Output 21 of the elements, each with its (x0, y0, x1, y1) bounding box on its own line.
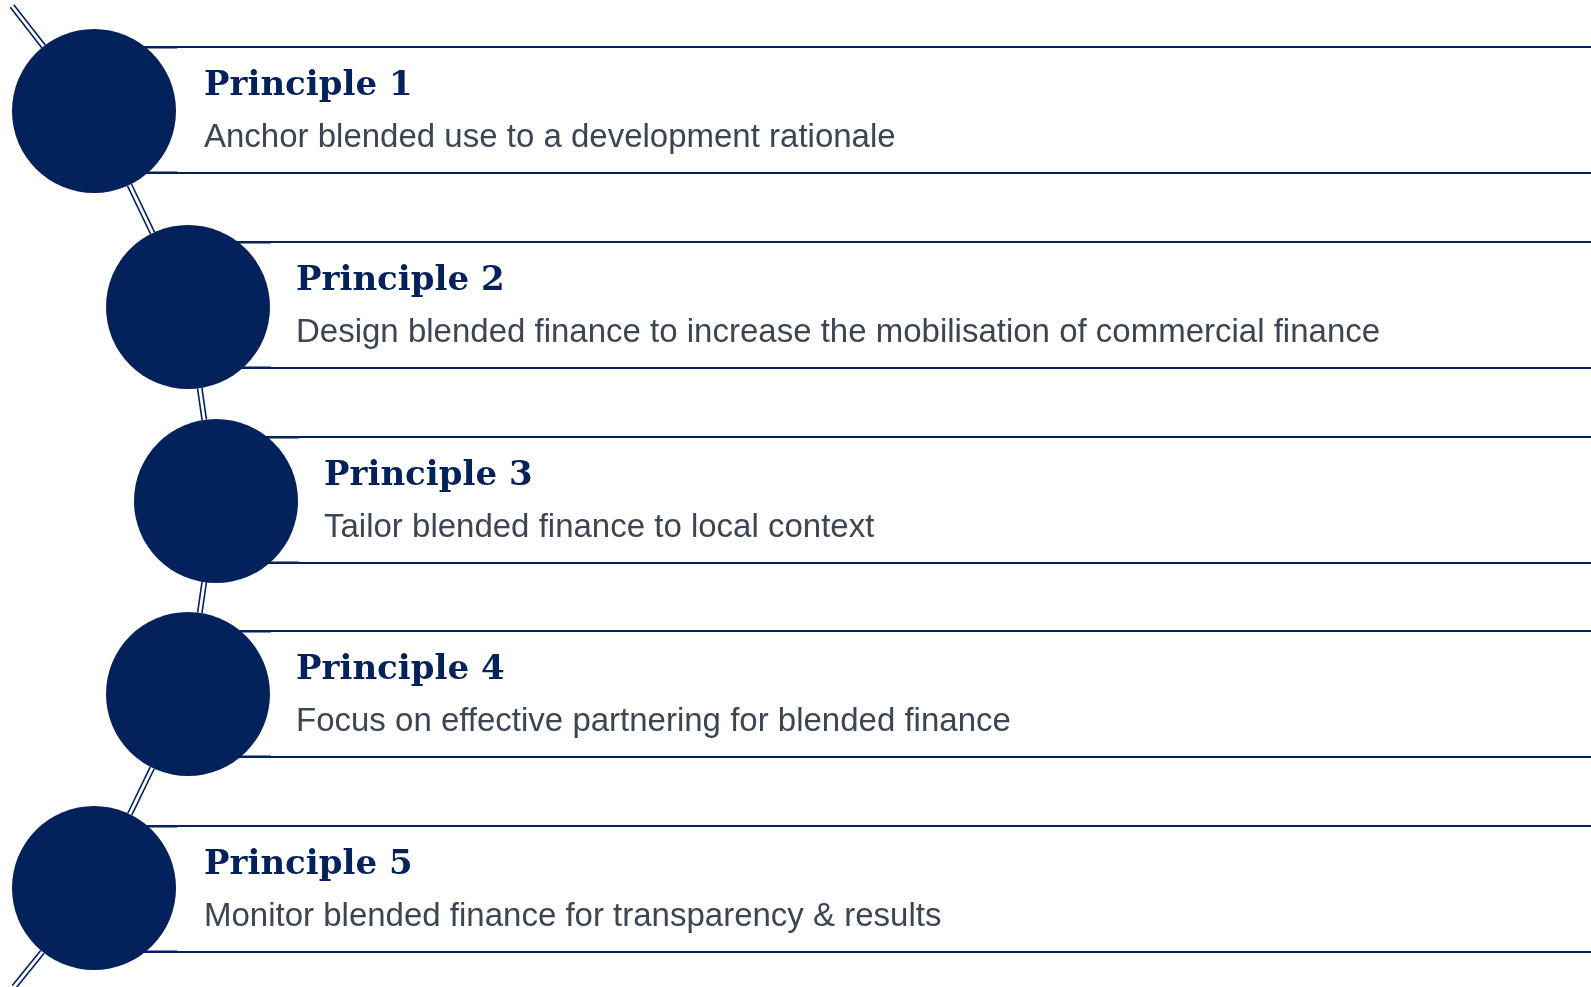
connector-line (127, 766, 155, 816)
principle-description: Anchor blended use to a development rationale (204, 116, 896, 155)
principle-title: Principle 3 (324, 455, 533, 493)
principle-band (176, 46, 1591, 174)
principle-title: Principle 5 (204, 844, 413, 882)
connector-line (11, 949, 45, 987)
connector-line (126, 183, 156, 235)
principle-title: Principle 1 (204, 65, 413, 103)
connector-line (196, 581, 208, 614)
principle-description: Focus on effective partnering for blended finance (296, 700, 1011, 739)
principle-title: Principle 4 (296, 649, 505, 687)
principle-description: Tailor blended finance to local context (324, 506, 875, 545)
principle-band (270, 241, 1591, 369)
principle-band (298, 436, 1591, 564)
principle-description: Design blended finance to increase the mobilisation of commercial finance (296, 311, 1381, 350)
connector-line (9, 3, 47, 49)
principle-description: Monitor blended finance for transparency & results (204, 895, 942, 934)
principle-band (270, 630, 1591, 758)
principle-band (176, 825, 1591, 953)
connector-line (196, 387, 208, 421)
principle-title: Principle 2 (296, 260, 505, 298)
